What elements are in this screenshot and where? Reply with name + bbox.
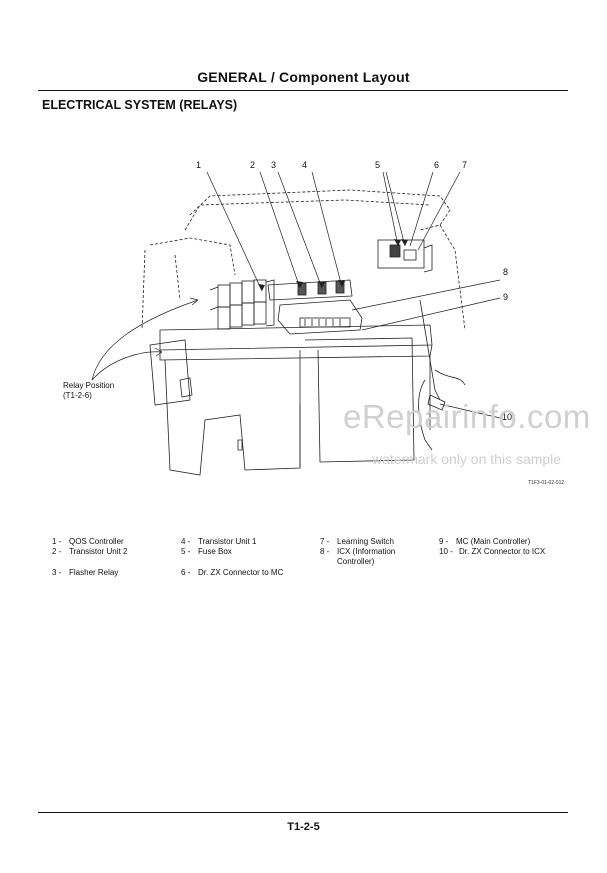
legend-item: 2 -Transistor Unit 2 xyxy=(52,547,128,556)
relay-stack xyxy=(209,279,275,330)
legend-item: 9 -MC (Main Controller) xyxy=(439,537,531,546)
callout-9: 9 xyxy=(503,292,509,302)
page-number: T1-2-5 xyxy=(287,821,320,833)
callout-leaders xyxy=(91,171,501,419)
legend-item: 3 -Flasher Relay xyxy=(52,568,119,577)
legend-item: 6 -Dr. ZX Connector to MC xyxy=(181,568,284,577)
controller-box xyxy=(277,299,363,335)
callout-8: 8 xyxy=(503,267,509,277)
relay-position-line1: Relay Position xyxy=(63,381,115,390)
lower-body-right xyxy=(304,337,415,463)
watermark: eRepairinfo.com xyxy=(343,398,591,435)
callout-1: 1 xyxy=(196,160,202,170)
legend-item: 7 -Learning Switch xyxy=(320,537,394,546)
callout-5: 5 xyxy=(375,160,381,170)
relay-position-line2: (T1-2-6) xyxy=(63,391,92,400)
relay-position-label: Relay Position (T1-2-6) xyxy=(63,381,114,401)
legend-item: 1 -QOS Controller xyxy=(52,537,124,546)
cab-outline xyxy=(189,189,451,231)
transistor-units xyxy=(267,279,353,301)
callout-3: 3 xyxy=(271,160,277,170)
header-rule xyxy=(38,90,568,91)
watermark-sub: watermark only on this sample xyxy=(372,451,562,467)
figure-code: T1F3-01-02-012 xyxy=(528,480,565,486)
lower-body xyxy=(164,359,301,476)
header-title: GENERAL / Component Layout xyxy=(197,69,410,85)
footer-rule xyxy=(38,812,568,813)
callout-4: 4 xyxy=(302,160,308,170)
platform xyxy=(159,324,433,351)
legend-item: 4 -Transistor Unit 1 xyxy=(181,537,257,546)
callout-10: 10 xyxy=(502,412,513,422)
legend-item: 5 -Fuse Box xyxy=(181,547,232,556)
callout-6: 6 xyxy=(434,160,440,170)
harness-cable xyxy=(419,299,441,401)
callout-2: 2 xyxy=(250,160,256,170)
callout-7: 7 xyxy=(462,160,468,170)
legend-item: 10 -Dr. ZX Connector to ICX xyxy=(439,547,546,556)
component-layout-diagram xyxy=(91,171,501,476)
section-title: ELECTRICAL SYSTEM (RELAYS) xyxy=(42,98,238,112)
